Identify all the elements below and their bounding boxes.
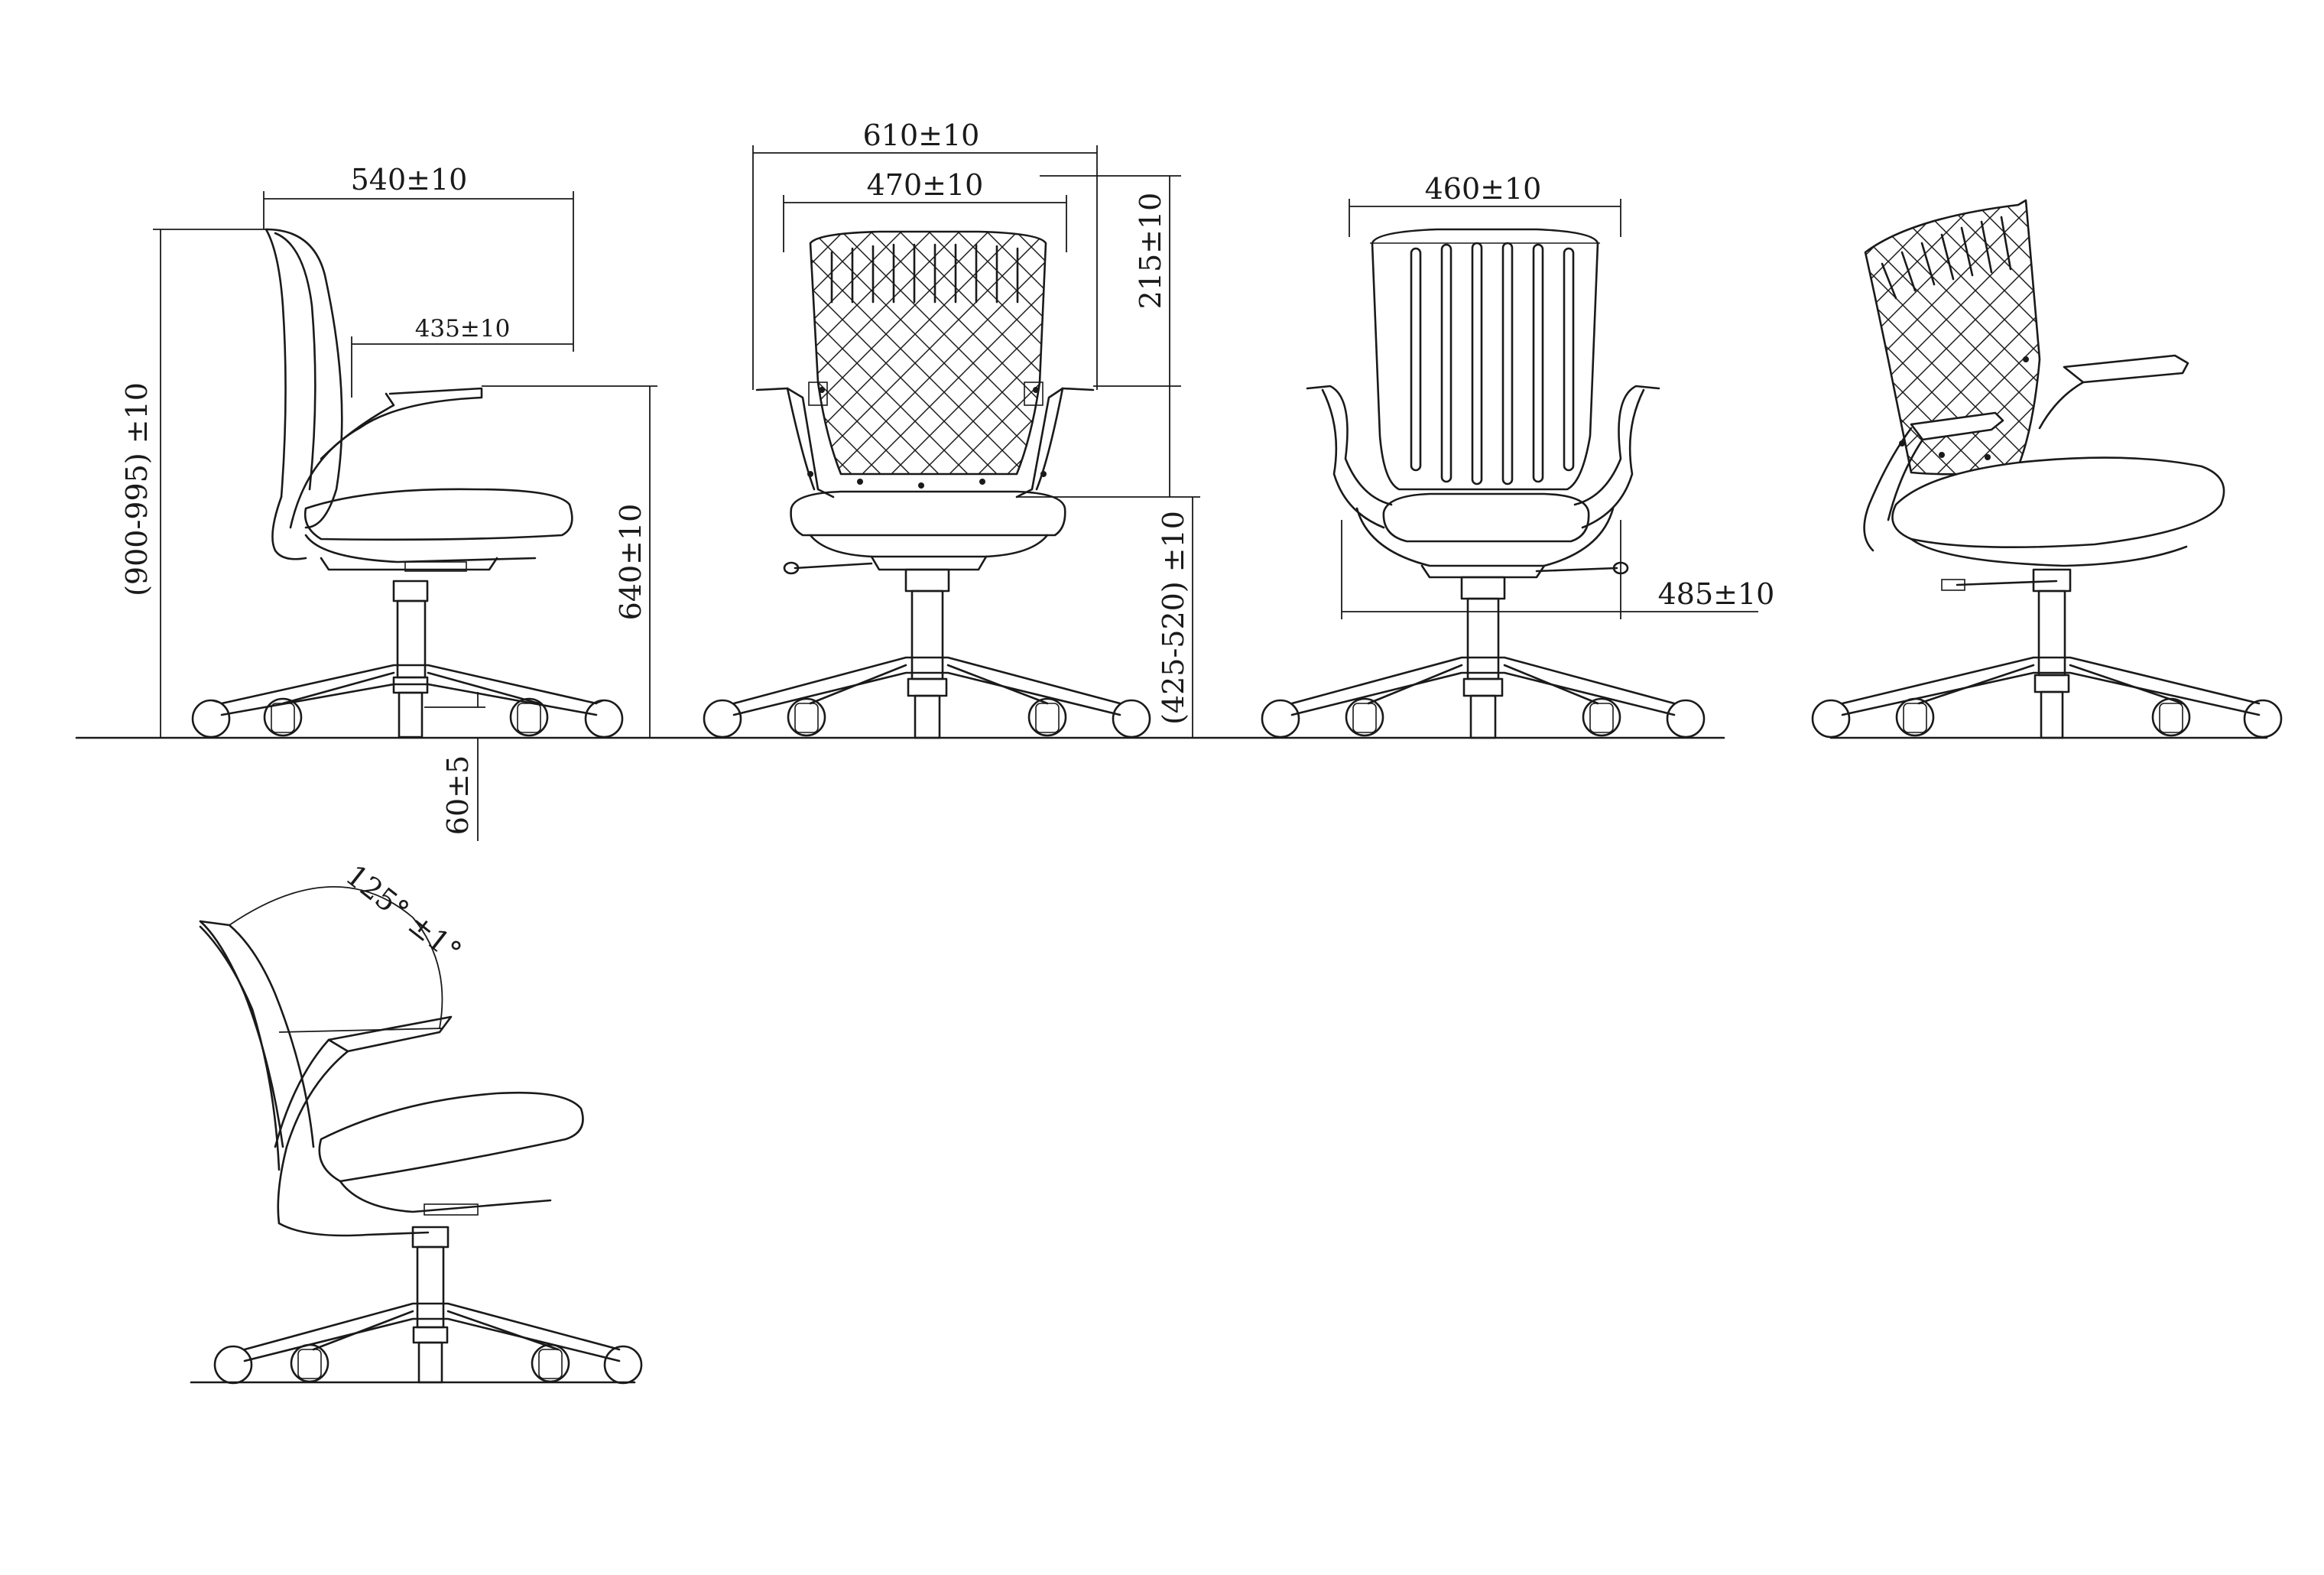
dim-seat-height: (425-520) ±10	[1157, 511, 1190, 725]
dim-base-clearance: 60±5	[441, 755, 475, 835]
dim-seat-depth: 435±10	[415, 315, 511, 343]
dim-recline-angle: 125° ±1°	[339, 858, 468, 969]
dim-arm-height: 640±10	[614, 504, 648, 621]
dim-width-overall: 610±10	[863, 119, 980, 152]
dim-seat-width: 460±10	[1425, 172, 1542, 206]
recline-view: 125° ±1°	[199, 858, 643, 1385]
perspective-view	[1811, 199, 2283, 739]
dim-height-overall: (900-995) ±10	[120, 382, 154, 596]
dim-back-height: 215±10	[1134, 193, 1167, 310]
dim-back-width: 470±10	[867, 168, 984, 202]
dim-depth-overall: 540±10	[351, 163, 468, 196]
side-view: 540±10 435±10 (900-995) ±10 640±10 60±5	[120, 163, 657, 841]
front-view: 460±10 485±10	[1261, 172, 1775, 739]
dim-base-width: 485±10	[1658, 577, 1775, 611]
back-view: 610±10 470±10 215±10 (425-520) ±10	[703, 119, 1200, 739]
